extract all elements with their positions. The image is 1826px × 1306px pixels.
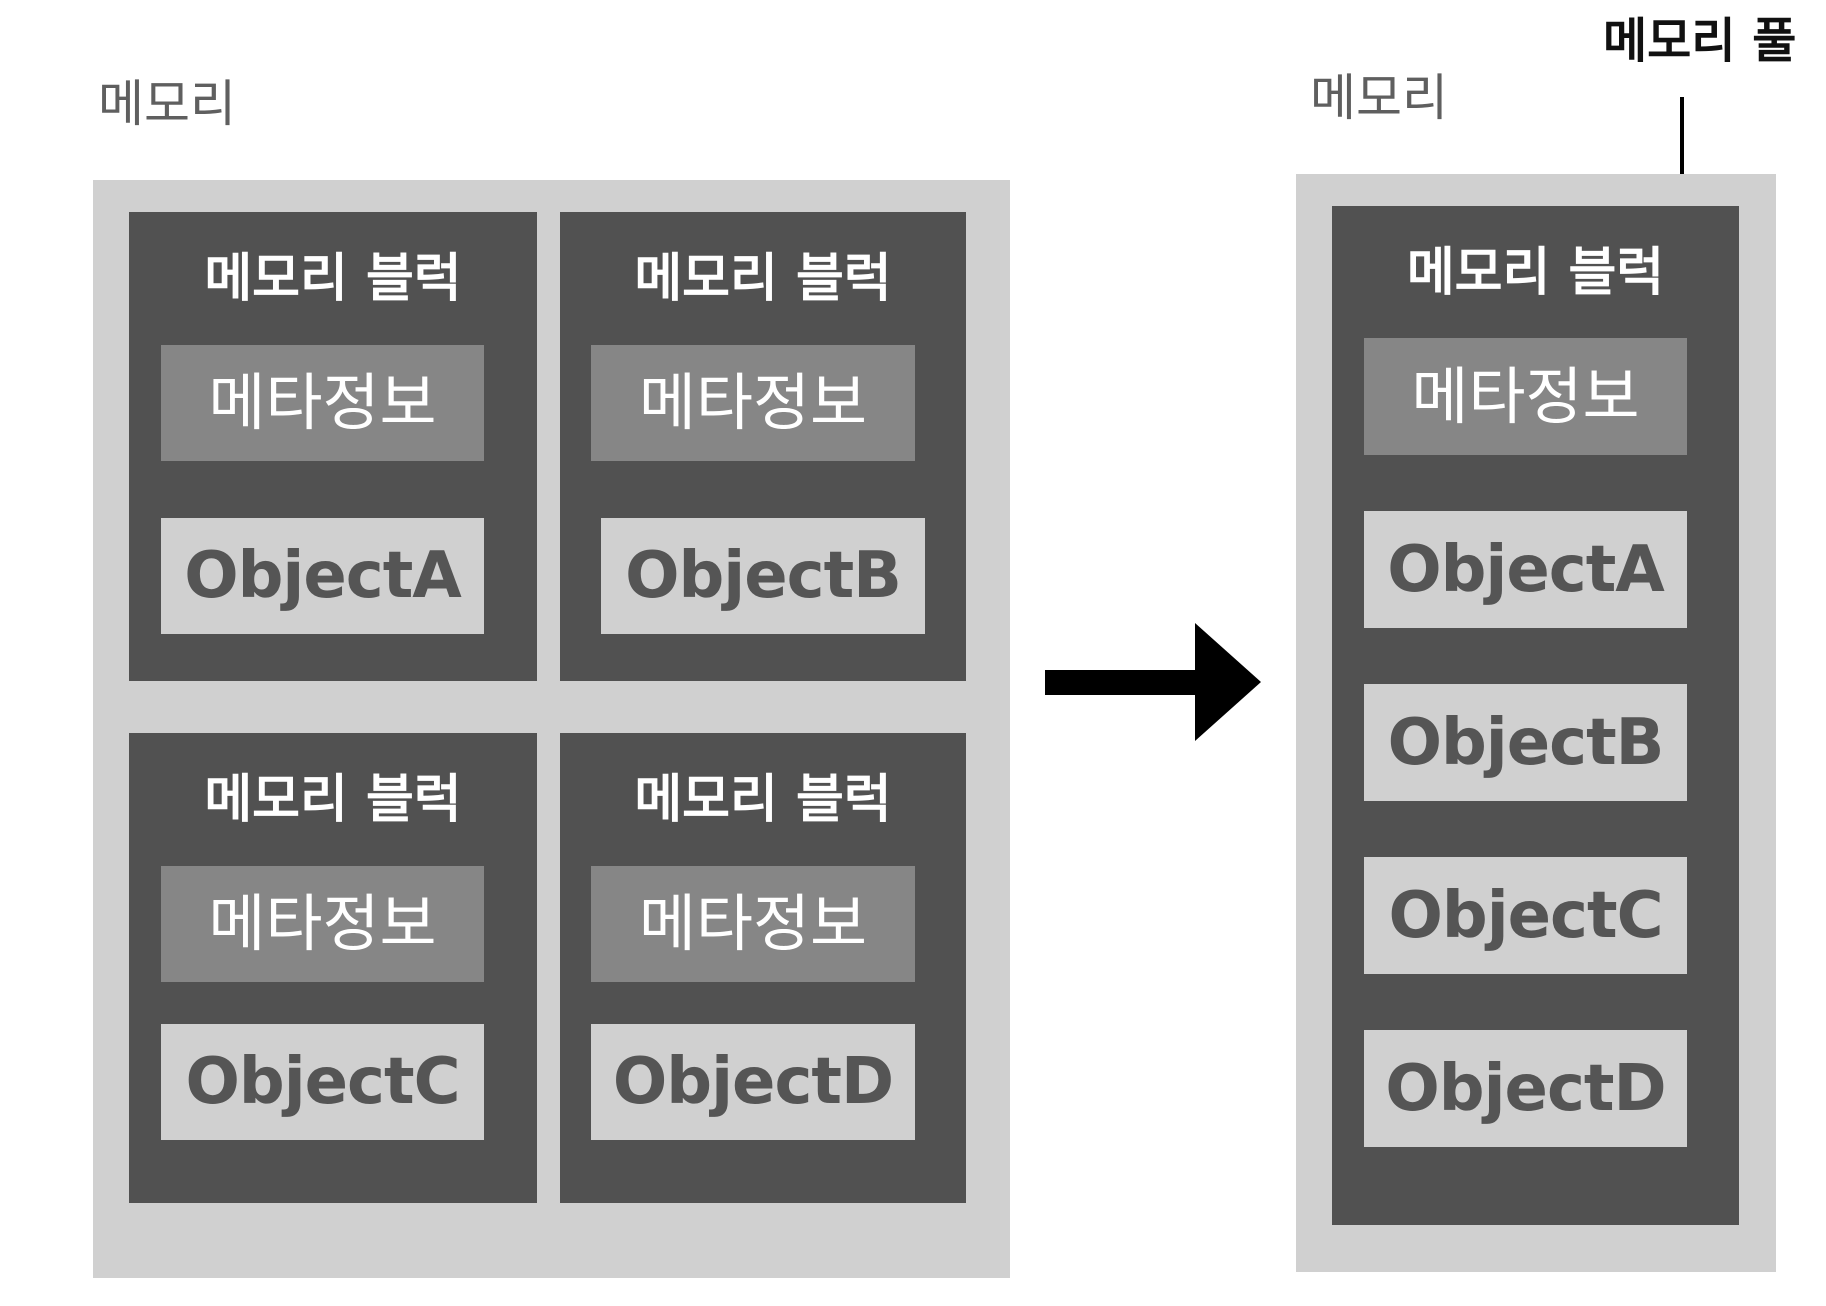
meta-info-box: 메타정보 <box>591 866 915 982</box>
meta-info-box: 메타정보 <box>161 345 484 461</box>
memory-block-title: 메모리 블럭 <box>204 249 462 309</box>
memory-block-title: 메모리 블럭 <box>634 770 892 830</box>
memory-block-2: 메모리 블럭 메타정보 ObjectB <box>560 212 966 681</box>
object-box: ObjectC <box>161 1024 484 1140</box>
pool-object-c: ObjectC <box>1364 857 1687 974</box>
pool-memory-block: 메모리 블럭 메타정보 ObjectA ObjectB ObjectC Obje… <box>1332 206 1739 1225</box>
right-arrow-icon <box>1045 623 1261 741</box>
meta-info-box: 메타정보 <box>161 866 484 982</box>
object-box: ObjectB <box>601 518 925 634</box>
memory-block-title: 메모리 블럭 <box>634 249 892 309</box>
meta-info-box: 메타정보 <box>591 345 915 461</box>
left-memory-area: 메모리 블럭 메타정보 ObjectA 메모리 블럭 메타정보 ObjectB … <box>93 180 1010 1278</box>
left-memory-label: 메모리 <box>98 75 236 133</box>
pool-object-d: ObjectD <box>1364 1030 1687 1147</box>
object-box: ObjectA <box>161 518 484 634</box>
memory-block-title: 메모리 블럭 <box>204 770 462 830</box>
right-memory-area: 메모리 블럭 메타정보 ObjectA ObjectB ObjectC Obje… <box>1296 174 1776 1272</box>
meta-info-box: 메타정보 <box>1364 338 1687 455</box>
right-memory-label: 메모리 <box>1310 69 1448 127</box>
memory-block-4: 메모리 블럭 메타정보 ObjectD <box>560 733 966 1203</box>
memory-pool-label: 메모리 풀 <box>1603 13 1797 69</box>
pool-object-b: ObjectB <box>1364 684 1687 801</box>
pool-object-a: ObjectA <box>1364 511 1687 628</box>
memory-block-3: 메모리 블럭 메타정보 ObjectC <box>129 733 537 1203</box>
object-box: ObjectD <box>591 1024 915 1140</box>
memory-block-1: 메모리 블럭 메타정보 ObjectA <box>129 212 537 681</box>
memory-block-title: 메모리 블럭 <box>1406 243 1665 303</box>
